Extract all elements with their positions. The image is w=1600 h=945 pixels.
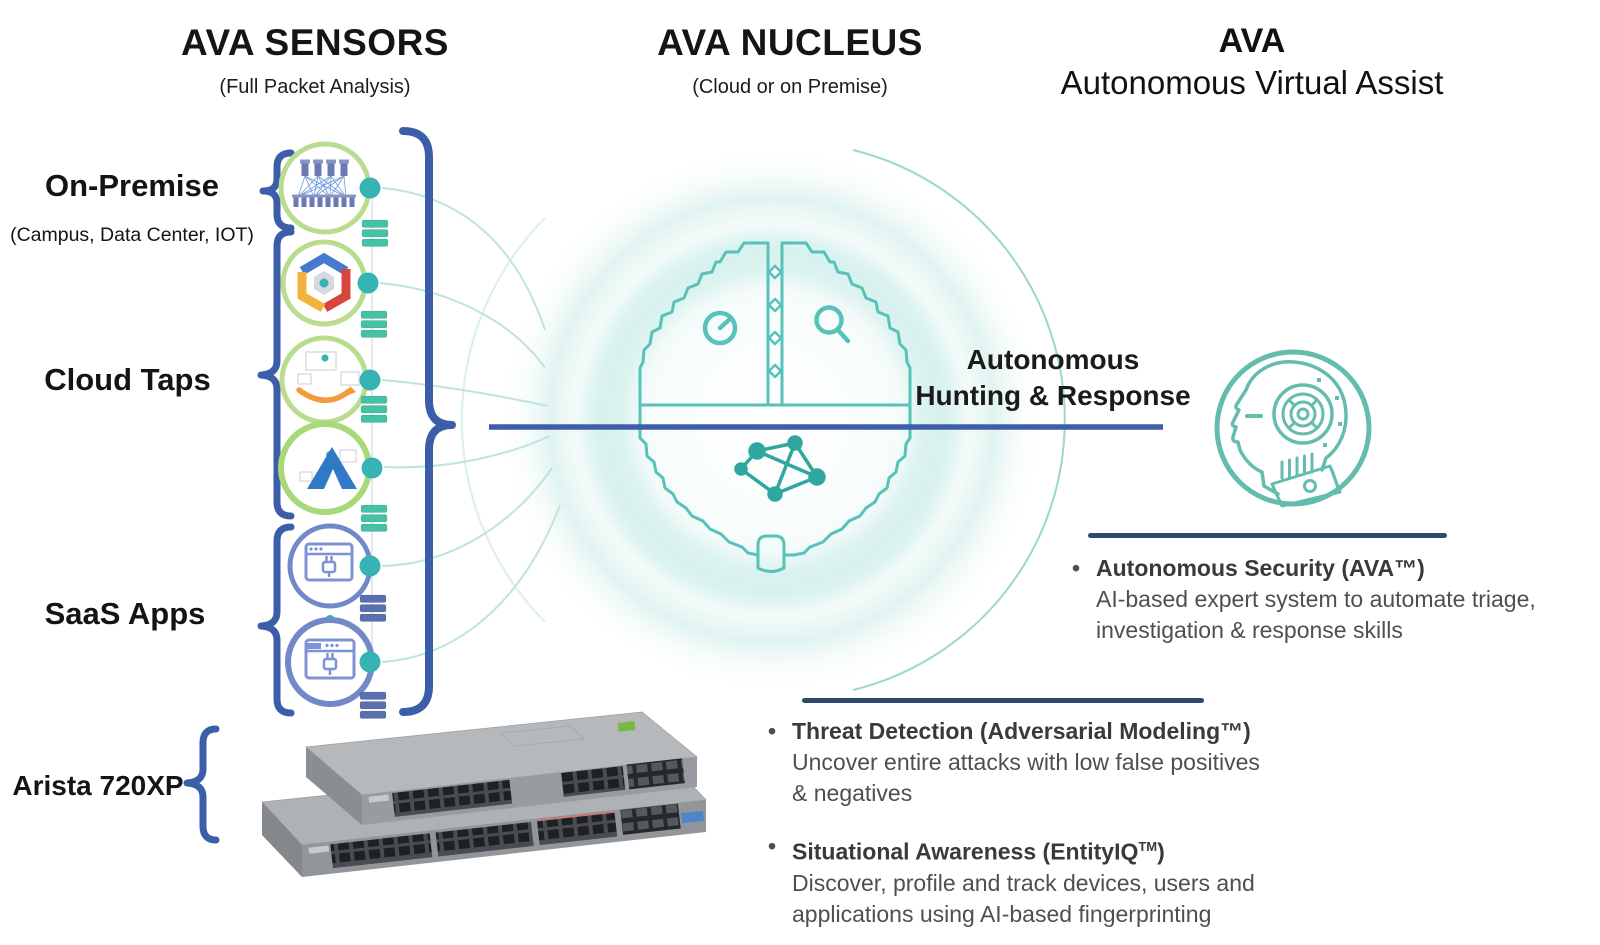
divider-ava	[1088, 533, 1447, 538]
database-icons-teal	[360, 219, 389, 532]
feature-line: & negatives	[792, 780, 913, 806]
search-icon	[814, 305, 851, 344]
label-arista-720xp: Arista 720XP	[12, 770, 184, 801]
feature-line: applications using AI-based fingerprinti…	[792, 900, 1212, 927]
column-subtitle-sensors: (Full Packet Analysis)	[219, 76, 411, 98]
feature-situational-awareness: • Situational Awareness (EntityIQTM) Dis…	[764, 831, 1304, 930]
bracket-cloud-taps	[257, 228, 295, 520]
sensor-flow-lines	[379, 187, 561, 663]
feature-line: Uncover entire attacks with low false po…	[792, 749, 1260, 775]
flow-label: Autonomous Hunting & Response	[900, 342, 1206, 414]
feature-title: • Situational Awareness (EntityIQTM)	[768, 833, 1165, 865]
label-on-premise: On-Premise	[44, 168, 219, 203]
bullet-dot: •	[768, 718, 777, 744]
feature-line: investigation & response skills	[1096, 617, 1403, 643]
robot-head-icon	[1214, 349, 1372, 508]
divider-nucleus	[802, 698, 1204, 703]
aws-icon	[279, 335, 369, 425]
feature-threat-detection: • Threat Detection (Adversarial Modeling…	[764, 716, 1304, 809]
tap-dots	[357, 177, 383, 673]
feature-autonomous-security: • Autonomous Security (AVA™) AI-based ex…	[1068, 553, 1578, 646]
brain-icon	[638, 241, 912, 573]
column-subtitle-ava: Autonomous Virtual Assist	[1060, 64, 1444, 101]
bracket-all-sensors	[399, 127, 456, 716]
nucleus-glow	[460, 142, 1066, 698]
label-cloud-taps: Cloud Taps	[44, 362, 211, 397]
column-title-ava: AVA	[1218, 22, 1286, 60]
flow-label-line1: Autonomous	[966, 344, 1140, 375]
clock-icon	[702, 310, 738, 346]
arista-720xp-switches	[261, 711, 707, 877]
bracket-saas	[257, 523, 295, 717]
google-cloud-icon	[280, 239, 368, 327]
column-title-nucleus: AVA NUCLEUS	[657, 22, 923, 63]
bullet-dot: •	[768, 833, 777, 859]
saas-app-icon	[287, 523, 373, 609]
column-subtitle-nucleus: (Cloud or on Premise)	[692, 76, 888, 98]
database-icons-indigo	[359, 594, 387, 719]
column-title-sensors: AVA SENSORS	[181, 22, 449, 63]
bracket-arista	[183, 725, 220, 844]
group-brackets	[183, 127, 456, 844]
azure-icon	[278, 421, 372, 515]
bullet-dot: •	[1072, 555, 1081, 581]
network-graph-icon	[734, 435, 826, 502]
feature-title: • Autonomous Security (AVA™)	[1068, 553, 1578, 584]
saas-app-icon	[285, 615, 375, 707]
bracket-on-premise	[259, 149, 295, 232]
label-saas-apps: SaaS Apps	[44, 596, 206, 631]
feature-title: • Threat Detection (Adversarial Modeling…	[764, 716, 1304, 747]
datacenter-network-icon	[278, 141, 372, 235]
feature-line: AI-based expert system to automate triag…	[1096, 586, 1536, 612]
feature-line: Discover, profile and track devices, use…	[792, 869, 1255, 896]
label-on-premise-sub: (Campus, Data Center, IOT)	[10, 224, 254, 246]
flow-label-line2: Hunting & Response	[915, 380, 1191, 411]
